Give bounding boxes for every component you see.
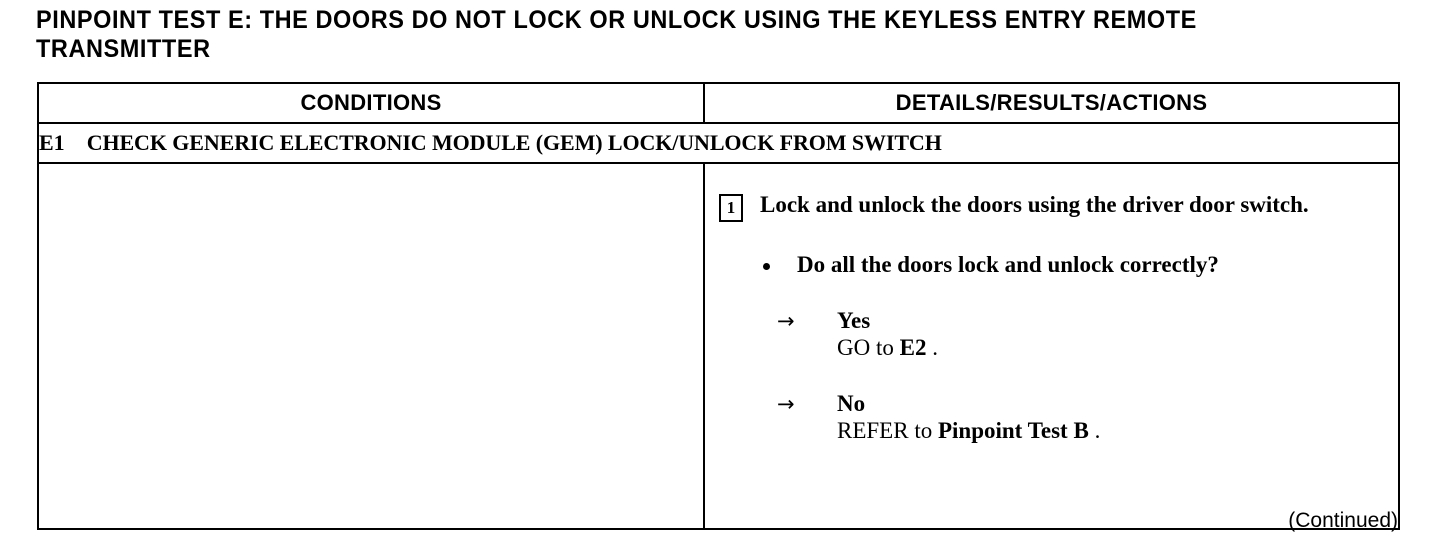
step-banner-row: E1 CHECK GENERIC ELECTRONIC MODULE (GEM)…	[37, 122, 1400, 164]
step-banner-cell: E1 CHECK GENERIC ELECTRONIC MODULE (GEM)…	[37, 122, 1400, 164]
arrow-right-icon: →	[777, 392, 795, 416]
step-number-box: 1	[719, 194, 743, 222]
branch-yes-action-target[interactable]: E2	[899, 335, 927, 360]
step-title: CHECK GENERIC ELECTRONIC MODULE (GEM) LO…	[86, 130, 942, 155]
details-cell: 1 Lock and unlock the doors using the dr…	[703, 162, 1400, 530]
conditions-cell	[37, 162, 705, 530]
continued-note: (Continued)	[1288, 509, 1398, 532]
branch-no-body: No REFER to Pinpoint Test B .	[837, 390, 1100, 445]
branch-no-action-prefix: REFER to	[837, 418, 938, 443]
instruction-text: Lock and unlock the doors using the driv…	[760, 192, 1309, 217]
branch-yes-body: Yes GO to E2 .	[837, 307, 938, 362]
question-bullet-row: Do all the doors lock and unlock correct…	[763, 251, 1398, 279]
step-banner: E1 CHECK GENERIC ELECTRONIC MODULE (GEM)…	[39, 124, 1398, 162]
question-text: Do all the doors lock and unlock correct…	[797, 252, 1219, 277]
branch-no-action-suffix: .	[1088, 418, 1101, 443]
page-title: PINPOINT TEST E: THE DOORS DO NOT LOCK O…	[36, 6, 1197, 63]
column-header-conditions: CONDITIONS	[37, 82, 705, 124]
branch-yes-action-prefix: GO to	[837, 335, 900, 360]
column-header-details: DETAILS/RESULTS/ACTIONS	[703, 82, 1400, 124]
table-header-row: CONDITIONS DETAILS/RESULTS/ACTIONS	[37, 82, 1400, 124]
branch-no-action: REFER to Pinpoint Test B .	[837, 417, 1100, 445]
step-id: E1	[39, 130, 65, 155]
branch-yes-label: Yes	[837, 308, 871, 333]
branch-yes-action: GO to E2 .	[837, 334, 938, 362]
table-row: 1 Lock and unlock the doors using the dr…	[37, 162, 1400, 530]
branch-yes: → Yes GO to E2 .	[777, 307, 1398, 362]
arrow-right-icon: →	[777, 309, 795, 333]
branch-no-label: No	[837, 391, 866, 416]
branch-yes-action-suffix: .	[926, 335, 938, 360]
branch-no-action-target[interactable]: Pinpoint Test B	[937, 418, 1089, 443]
bullet-dot-icon	[763, 263, 770, 270]
pinpoint-test-table: CONDITIONS DETAILS/RESULTS/ACTIONS E1 CH…	[37, 82, 1400, 530]
branch-no: → No REFER to Pinpoint Test B .	[777, 390, 1398, 445]
instruction-block: 1 Lock and unlock the doors using the dr…	[719, 190, 1398, 222]
